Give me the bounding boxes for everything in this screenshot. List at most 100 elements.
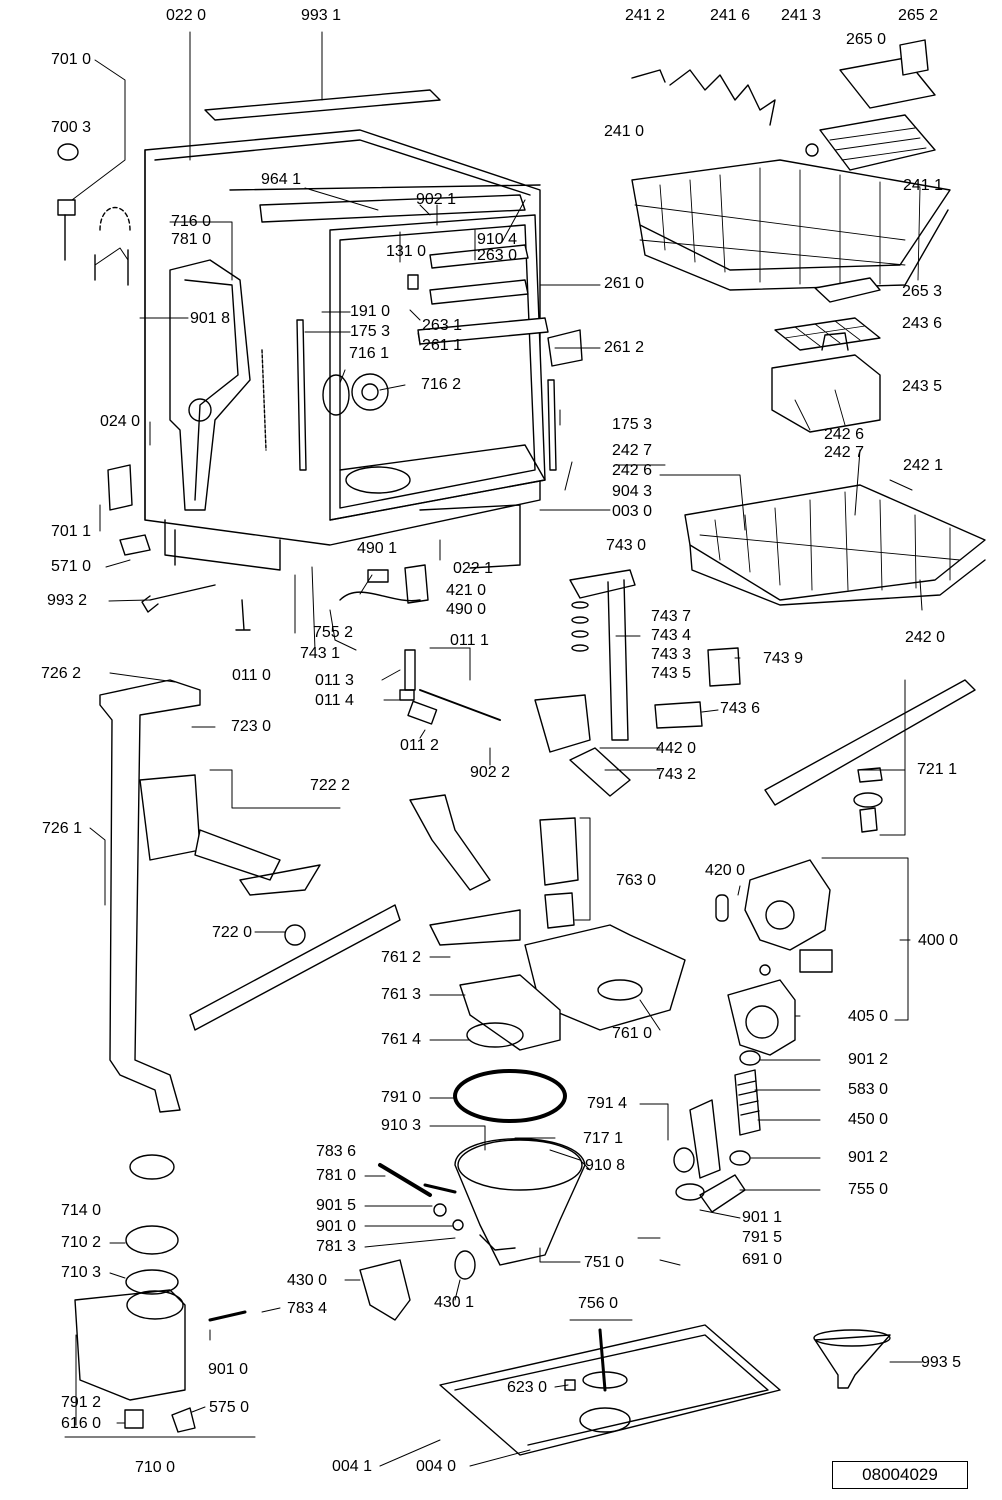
part-label: 261 0 <box>604 275 645 292</box>
part-label: 755 0 <box>848 1181 889 1198</box>
part-label: 761 2 <box>381 949 422 966</box>
part-label: 011 1 <box>450 632 489 649</box>
drain-pump-part <box>359 1259 411 1321</box>
cap-part <box>57 143 79 161</box>
part-label: 011 0 <box>232 667 271 684</box>
part-label: 993 2 <box>47 592 88 609</box>
part-label: 450 0 <box>848 1111 889 1128</box>
part-label: 781 0 <box>171 231 212 248</box>
part-label: 700 3 <box>51 119 92 136</box>
part-label: 910 3 <box>381 1117 422 1134</box>
part-label: 901 0 <box>316 1218 357 1235</box>
part-label: 763 0 <box>616 872 657 889</box>
part-label: 761 4 <box>381 1031 422 1048</box>
part-label: 710 3 <box>61 1264 102 1281</box>
seal-part <box>707 647 741 687</box>
micro-filter-part <box>539 817 579 886</box>
part-label: 011 2 <box>400 737 439 754</box>
part-label: 242 7 <box>612 442 653 459</box>
clamp-part <box>739 1050 761 1066</box>
part-label: 242 7 <box>824 444 865 461</box>
funnel-part <box>814 1334 891 1389</box>
part-label: 242 1 <box>903 457 944 474</box>
part-label: 004 0 <box>416 1458 457 1475</box>
vent-part <box>654 701 703 729</box>
part-label: 261 1 <box>422 337 463 354</box>
part-label: 022 0 <box>166 7 207 24</box>
part-label: 743 5 <box>651 665 692 682</box>
part-label: 901 5 <box>316 1197 357 1214</box>
part-label: 781 3 <box>316 1238 357 1255</box>
part-label: 691 0 <box>742 1251 783 1268</box>
part-label: 421 0 <box>446 582 487 599</box>
part-label: 726 2 <box>41 665 82 682</box>
side-panel-duct <box>169 259 251 511</box>
softener-cap-part <box>129 1154 175 1180</box>
upper-basket <box>631 159 951 291</box>
part-label: 400 0 <box>918 932 959 949</box>
part-label: 721 1 <box>917 761 958 778</box>
part-label: 575 0 <box>209 1399 250 1416</box>
switch-part <box>367 569 389 583</box>
part-label: 714 0 <box>61 1202 102 1219</box>
part-label: 241 1 <box>903 177 944 194</box>
part-label: 781 0 <box>316 1167 357 1184</box>
part-label: 490 0 <box>446 601 487 618</box>
pump-motor-part <box>727 979 796 1056</box>
hinge-part <box>404 649 416 691</box>
part-label: 993 1 <box>301 7 342 24</box>
part-label: 263 0 <box>477 247 518 264</box>
part-label: 430 0 <box>287 1272 328 1289</box>
part-label: 265 2 <box>898 7 939 24</box>
part-label: 430 1 <box>434 1294 475 1311</box>
float-part <box>579 1407 631 1433</box>
part-label: 241 6 <box>710 7 751 24</box>
pipe-elbow-part <box>689 1099 721 1179</box>
dispenser-arm-part <box>569 569 636 599</box>
part-label: 265 3 <box>902 283 943 300</box>
vertical-pipe-part <box>99 679 201 1113</box>
base-plate-part <box>439 1324 781 1456</box>
part-label: 722 0 <box>212 924 253 941</box>
softener-seal-part <box>125 1269 179 1295</box>
bellows-hose-part <box>569 747 631 797</box>
softener-ring-part <box>125 1225 179 1255</box>
part-label: 716 1 <box>349 345 390 362</box>
part-label: 783 4 <box>287 1300 328 1317</box>
sump-gasket-ring <box>453 1069 567 1123</box>
clip-part <box>407 274 419 290</box>
part-label: 004 1 <box>332 1458 373 1475</box>
part-label: 791 2 <box>61 1394 102 1411</box>
part-label: 910 4 <box>477 231 518 248</box>
pipe-short-part <box>208 1310 247 1322</box>
part-label: 743 3 <box>651 646 692 663</box>
part-label: 003 0 <box>612 503 653 520</box>
part-label: 011 4 <box>315 692 354 709</box>
part-label: 901 0 <box>208 1361 249 1378</box>
valve-part <box>119 534 151 556</box>
part-label: 241 3 <box>781 7 822 24</box>
zigzag-wire-part <box>669 69 776 126</box>
part-label: 761 3 <box>381 986 422 1003</box>
part-label: 716 0 <box>171 213 212 230</box>
part-label: 722 2 <box>310 777 351 794</box>
sump-part <box>454 1138 586 1266</box>
part-label: 910 8 <box>585 1157 626 1174</box>
supply-pipe-part <box>409 794 491 891</box>
sensor-part <box>124 1409 144 1429</box>
part-label: 242 0 <box>905 629 946 646</box>
part-label: 901 2 <box>848 1149 889 1166</box>
part-label: 011 3 <box>315 672 354 689</box>
top-strip-part <box>204 89 441 121</box>
part-label: 701 0 <box>51 51 92 68</box>
part-label: 902 2 <box>470 764 511 781</box>
wrench-part <box>141 584 216 613</box>
part-label: 901 8 <box>190 310 231 327</box>
capacitor-part <box>715 894 729 922</box>
screw-part <box>235 599 251 631</box>
vertical-rail-right <box>547 379 557 471</box>
part-label: 175 3 <box>350 323 391 340</box>
reference-code: 08004029 <box>832 1461 968 1489</box>
part-label: 901 2 <box>848 1051 889 1068</box>
